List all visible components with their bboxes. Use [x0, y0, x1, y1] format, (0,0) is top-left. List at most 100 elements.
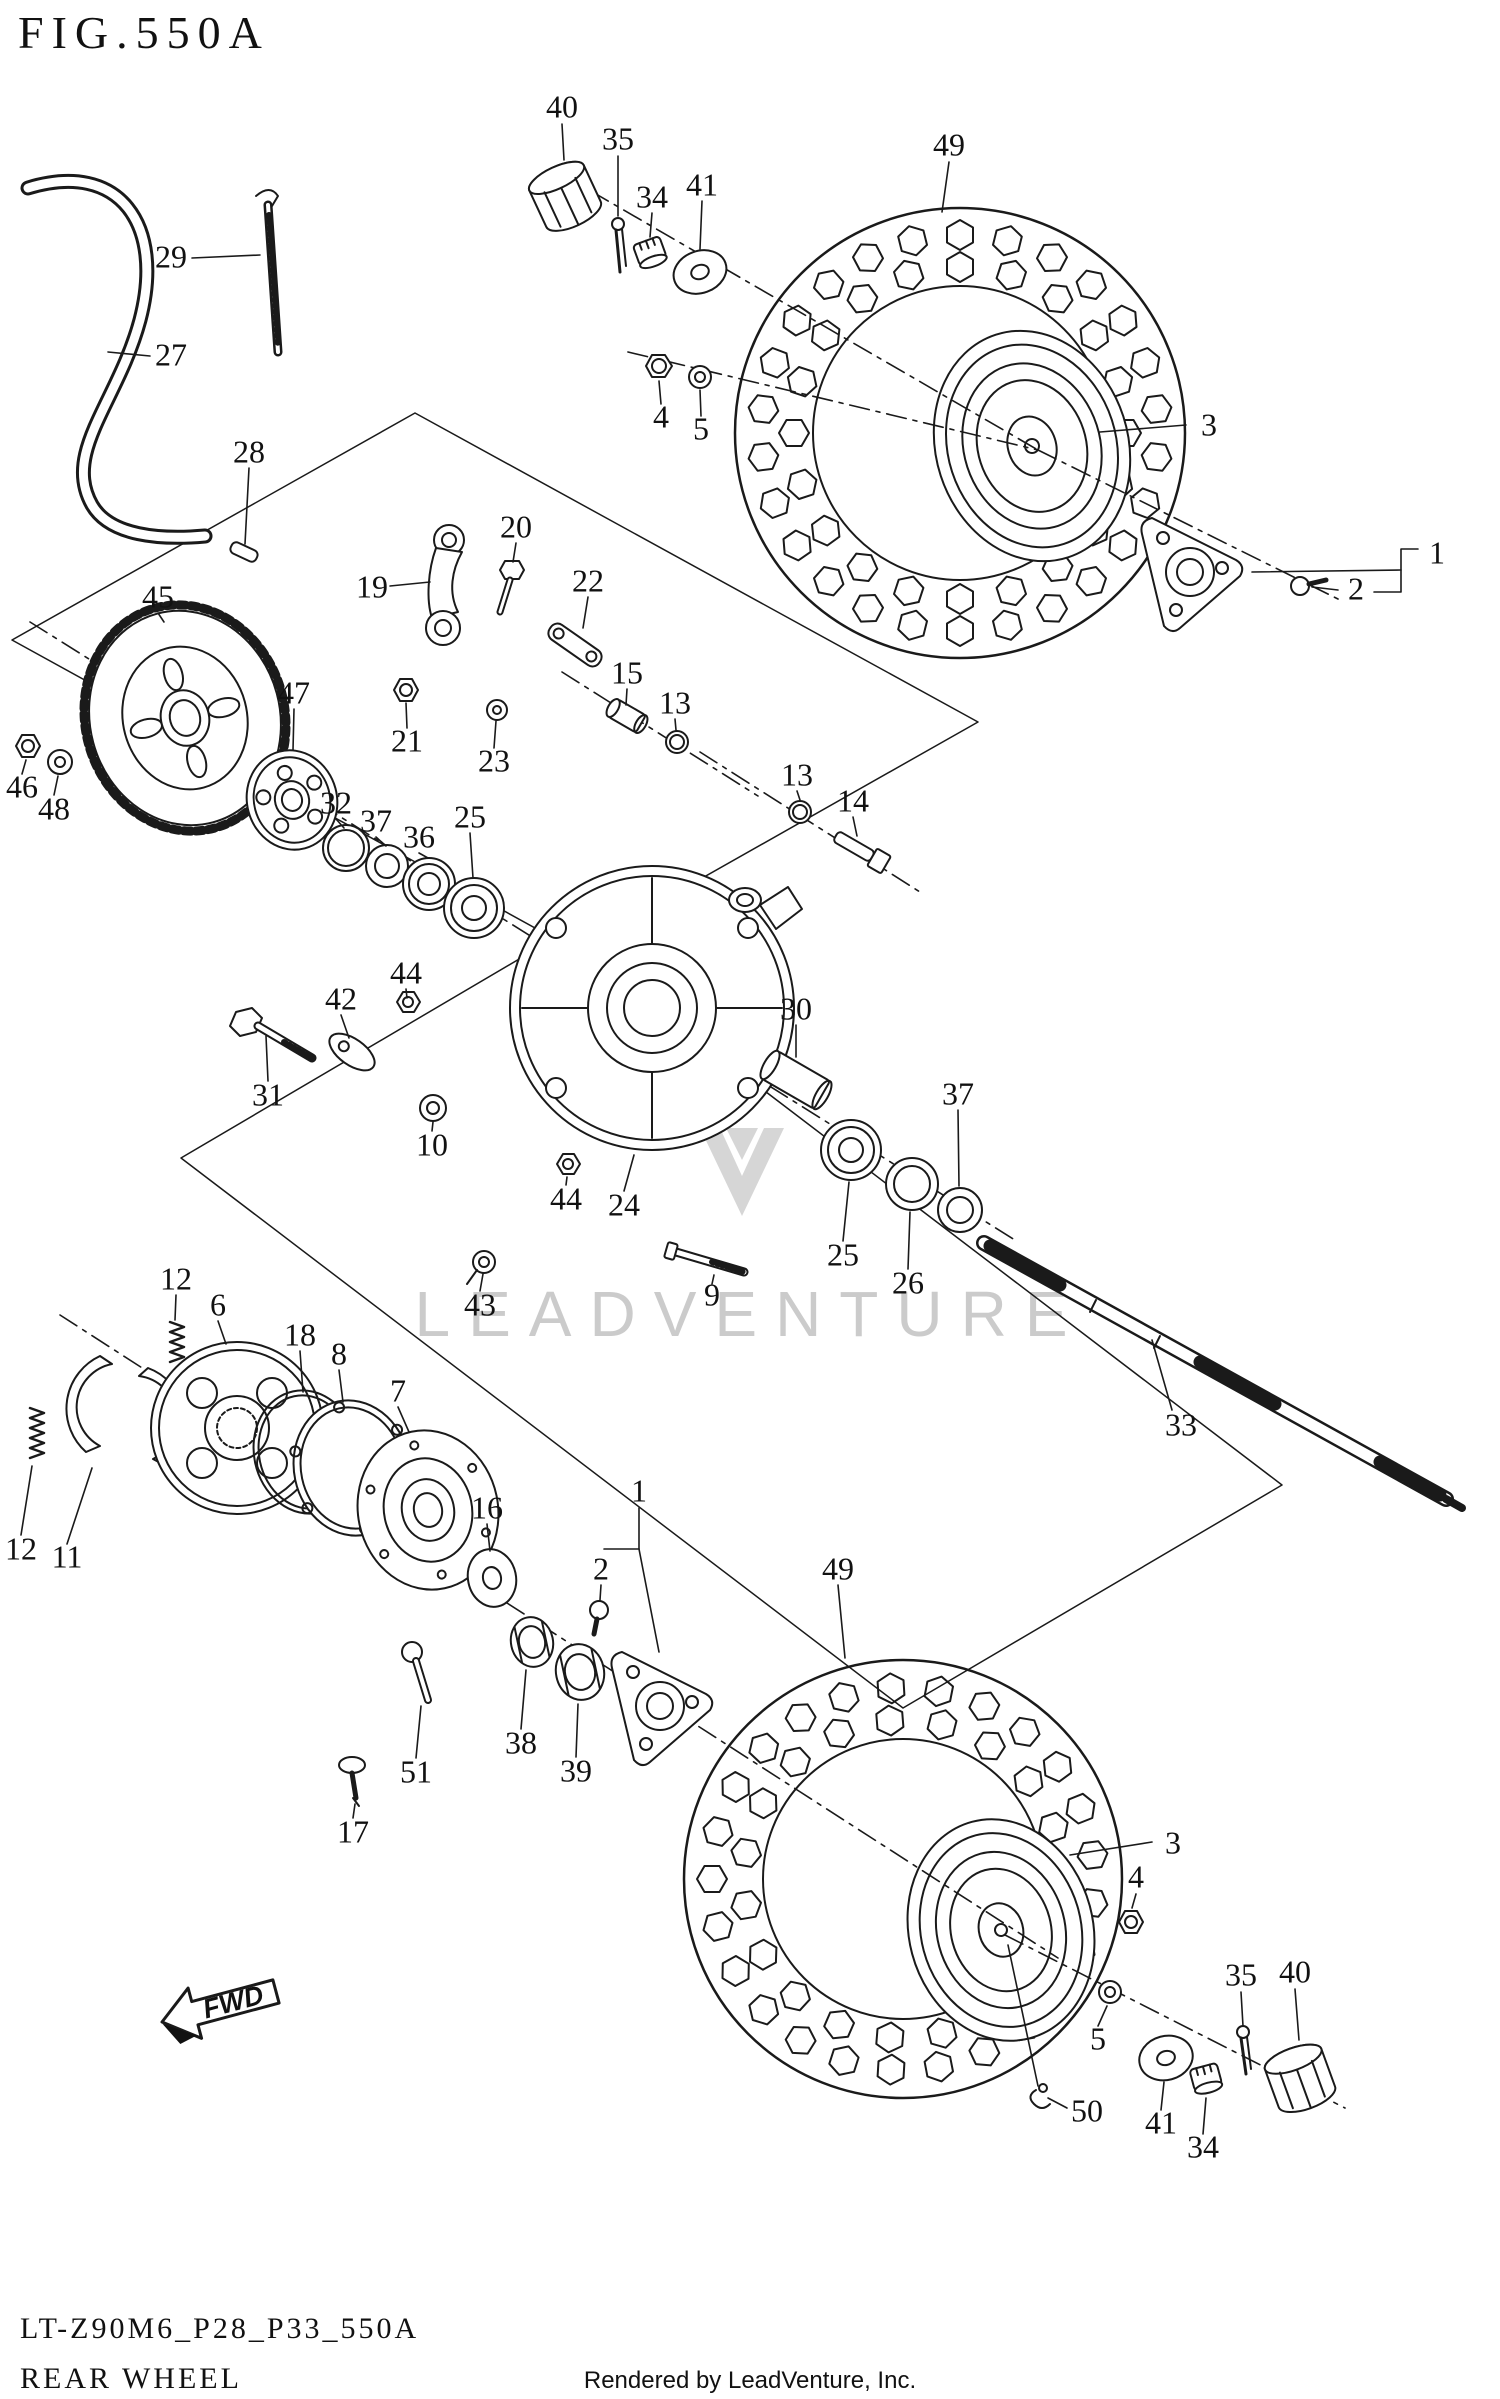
tire-tread-knob [846, 284, 879, 314]
callout-leader [265, 1035, 269, 1082]
tire-tread-knob [721, 1771, 750, 1803]
callout-leader [625, 688, 628, 706]
tire-tread-knob [1075, 566, 1107, 597]
callout-label: 19 [356, 568, 388, 604]
part-5-washer-bottom [1098, 1980, 1122, 2004]
callout-leader [1097, 2005, 1108, 2027]
watermark: LEADVENTURE [415, 1128, 1068, 1350]
callout-leader [340, 1014, 350, 1039]
part-40-axle-cap-top [527, 160, 603, 232]
callout-leader [582, 596, 589, 629]
callout-leader [21, 759, 27, 775]
callout-label: 22 [572, 562, 604, 598]
callout-leader [405, 702, 408, 729]
tire-tread-knob [784, 2026, 817, 2055]
part-7-bearing-cover [356, 1429, 500, 1591]
tire-tread-knob [852, 594, 884, 623]
callout-leader [486, 1523, 491, 1552]
callout-label: 25 [454, 798, 486, 834]
part-29-brake-rod [255, 189, 283, 357]
callout-label: 41 [686, 166, 718, 202]
figure-title: FIG.550A [18, 7, 270, 58]
callout-label: 46 [6, 768, 38, 804]
part-47-sprocket-hub [245, 749, 339, 851]
part-16-washer [466, 1548, 518, 1608]
callout-label: 5 [693, 410, 709, 446]
leadventure-logo-inner-icon [726, 1128, 758, 1160]
part-20-bolt [496, 560, 525, 616]
tire-tread-knob [1038, 1811, 1069, 1844]
part-33-rear-axle [976, 1235, 1466, 1512]
callout-leader [1069, 1841, 1153, 1856]
callout-label: 10 [416, 1126, 448, 1162]
group-box-lower [180, 934, 1283, 1709]
part-49-tire-top [733, 206, 1187, 660]
part-34-castle-nut-top [632, 236, 668, 270]
callout-leader [292, 708, 295, 751]
callout-label: 39 [560, 1752, 592, 1788]
part-37-washer-a [365, 844, 409, 888]
callout-leader [1131, 1893, 1137, 1909]
fwd-arrow: FWD [160, 1978, 281, 2045]
callout-label: 42 [325, 980, 357, 1016]
part-13-oring-a [665, 730, 689, 754]
callout-leader [157, 612, 165, 623]
part-43-tab-washer [466, 1250, 496, 1285]
tire-tread-knob [1036, 243, 1068, 272]
part-51-bolt [401, 1641, 432, 1704]
callout-leader [1047, 2097, 1068, 2109]
tire-tread-knob [702, 1816, 734, 1847]
callout-leader [1311, 586, 1339, 591]
tire-tread-knob [721, 1955, 750, 1987]
callout-leader [1160, 2081, 1165, 2111]
callout-leader [418, 852, 429, 859]
callout-label: 12 [160, 1260, 192, 1296]
callout-label: 1 [1429, 534, 1445, 570]
callout-leader [53, 775, 59, 796]
tire-tread-knob [1041, 284, 1074, 314]
callout-leader [191, 254, 261, 259]
callout-label: 36 [403, 818, 435, 854]
callout-leader [299, 1350, 304, 1393]
callout-label: 45 [142, 578, 174, 614]
callout-label: 47 [278, 674, 310, 710]
part-46-nut [15, 734, 41, 758]
tire-tread-knob [778, 419, 810, 447]
part-36-bearing [402, 857, 456, 911]
fwd-label: FWD [200, 1980, 267, 2025]
part-49-tire-bottom [682, 1658, 1124, 2100]
callout-label: 34 [636, 178, 668, 214]
tire-tread-knob [926, 2017, 958, 2049]
tire-tread-knob [893, 259, 925, 291]
part-34-castle-nut-bottom [1189, 2062, 1224, 2095]
callout-label: 4 [653, 398, 669, 434]
callout-leader [174, 1294, 177, 1321]
footer-part-code: LT-Z90M6_P28_P33_550A [20, 2312, 419, 2345]
part-1-hub-plate-top [1140, 517, 1244, 632]
tire-tread-knob [946, 219, 974, 251]
callout-leader [699, 200, 703, 250]
tire-tread-knob [730, 1837, 762, 1868]
callout-label: 1 [631, 1472, 647, 1508]
callout-label: 6 [210, 1286, 226, 1322]
callout-label: 49 [822, 1550, 854, 1586]
part-12-spring-b [28, 1406, 46, 1460]
callout-leader [431, 1121, 434, 1132]
footer-credit: Rendered by LeadVenture, Inc. [584, 2367, 916, 2394]
part-38-nut [509, 1616, 555, 1668]
tire-tread-knob [813, 566, 845, 597]
callout-label: 23 [478, 742, 510, 778]
tire-tread-knob [995, 259, 1027, 291]
callout-label: 49 [933, 126, 965, 162]
callout-leader [405, 988, 408, 999]
part-25-bearing-b [820, 1119, 882, 1181]
tire-tread-knob [759, 347, 790, 379]
callout-leader [335, 818, 345, 829]
callout-label: 40 [1279, 1953, 1311, 1989]
tire-tread-knob [730, 1890, 762, 1921]
part-40-axle-cap-bottom [1263, 2043, 1337, 2114]
tire-tread-knob [1079, 319, 1109, 352]
tire-tread-knob [823, 1718, 855, 1749]
callout-leader [375, 836, 387, 847]
tire-tread-knob [897, 225, 928, 257]
